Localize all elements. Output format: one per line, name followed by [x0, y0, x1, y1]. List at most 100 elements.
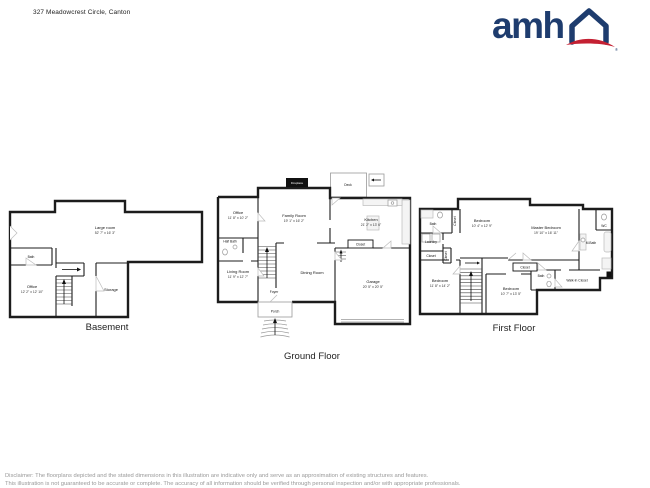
ground-inner-walls [218, 197, 410, 324]
first-inner-walls [420, 209, 612, 314]
ground-floor-label: Ground Floor [284, 351, 340, 362]
foyer-label: Foyer [270, 290, 279, 294]
deck-door-swing [331, 197, 341, 206]
amh-house-icon: ® [565, 8, 618, 52]
basement-landing-arrow [62, 267, 81, 272]
kitchen-counter-top [362, 198, 403, 206]
walkin-door [554, 278, 563, 288]
kitchen-sink-basin [390, 201, 395, 205]
bedroom-left-dims: 11' 8" x 14' 2" [430, 284, 451, 288]
mbath-sink [580, 237, 586, 243]
first-closet-top-label: Closet [453, 216, 457, 225]
ground-stairs-up-arrow [265, 247, 269, 278]
deck-stairs-arrow [371, 178, 381, 182]
midbath-toilet [546, 280, 552, 288]
first-bath-toilet [437, 211, 443, 219]
fireplace-box [286, 178, 308, 187]
deck-stairs [368, 173, 385, 187]
disclaimer-line-2: This illustration is not guaranteed to b… [5, 480, 461, 487]
closet-small-label: Closet [444, 251, 448, 260]
master-door [522, 252, 532, 261]
first-stairs-up-arrow [469, 271, 473, 301]
half-bath-label: Half Bath [223, 240, 237, 244]
bath-mid-door [537, 262, 547, 271]
ground-floorplan: Deck Fireplace Closet Off [216, 172, 412, 338]
bedroom-mid-label: Bedroom [503, 286, 520, 291]
large-room-label: Large room [95, 225, 116, 230]
basement-stairs-up-arrow [62, 279, 66, 304]
garage-door-swing [334, 251, 343, 261]
washer [421, 233, 431, 243]
basement-office-dims: 12' 2" x 12' 10" [21, 290, 44, 294]
wc-label: WC [601, 224, 607, 228]
left-wall-door [9, 225, 18, 241]
storage-door-swing [95, 275, 105, 292]
deck-label: Deck [344, 183, 352, 187]
first-floorplan: Closet Bath Closet Bedroom 10' 4" x 12' … [418, 197, 614, 316]
basement-office-label: Office [27, 284, 38, 289]
kitchen-door-swing [382, 240, 392, 249]
storage-label: Storage [104, 287, 119, 292]
living-door-swing [257, 266, 265, 277]
ground-closet-label: Closet [356, 243, 365, 247]
ground-office-label: Office [233, 210, 244, 215]
house-outline [568, 8, 609, 45]
first-bath-top-label: Bath [430, 222, 437, 226]
hall-angled-wall [507, 252, 517, 261]
first-floor-label: First Floor [492, 323, 536, 334]
ground-outer-walls [216, 186, 412, 326]
garage-label: Garage [366, 279, 380, 284]
kitchen-dims: 21' 2" x 13' 6" [361, 223, 382, 227]
mbath-door [571, 239, 580, 252]
first-bath-counter [420, 209, 434, 219]
mbath-label: M.Bath [586, 241, 597, 245]
midbath-sink [546, 273, 552, 279]
laundry-label: Laundry [425, 240, 437, 244]
bedroom-mid-dims: 10' 7" x 13' 5" [501, 292, 522, 296]
bedroom-left-label: Bedroom [432, 278, 449, 283]
first-closet-mid-label: Closet [520, 266, 529, 270]
ground-closet-box [347, 239, 374, 249]
closet-left-label: Closet [426, 254, 435, 258]
fireplace-label: Fireplace [291, 181, 304, 185]
wc-toilet [601, 213, 607, 221]
garage-dims: 20' 5" x 20' 5" [363, 285, 384, 289]
basement-outer-walls [8, 199, 204, 319]
half-bath-toilet [222, 248, 228, 256]
ground-office-dims: 11' 8" x 10' 2" [228, 216, 249, 220]
porch-label: Porch [271, 310, 280, 314]
amh-logo: amh ® [492, 6, 620, 56]
basement-bath-label: Bath [28, 255, 35, 259]
first-outer-walls [418, 197, 614, 316]
office-door-swing [257, 212, 266, 222]
living-room-dims: 11' 9" x 12' 7" [228, 275, 249, 279]
master-bedroom-dims: 19' 10" x 16' 11" [534, 231, 559, 235]
bedroom-top-dims: 10' 4" x 12' 9" [472, 224, 493, 228]
kitchen-counter-right [401, 199, 411, 245]
basement-floorplan: Large room 52' 7" x 16' 3" Bath Office 1… [8, 199, 204, 319]
shower-corner [606, 271, 612, 278]
living-room-label: Living Room [227, 269, 250, 274]
kitchen-label: Kitchen [364, 217, 377, 222]
dryer [431, 233, 441, 243]
walk-in-closet-label: Walk-In Closet [566, 279, 587, 283]
half-bath-sink [232, 244, 238, 250]
porch-steps-arrow [273, 318, 277, 335]
first-landing-arrow [465, 261, 480, 265]
property-address: 327 Meadowcrest Circle, Canton [33, 9, 131, 16]
master-tub [603, 231, 612, 253]
dining-room-label: Dining Room [300, 270, 324, 275]
family-room-label: Family Room [282, 213, 306, 218]
bedroom-left-door [452, 265, 461, 275]
amh-logo-text: amh [492, 5, 565, 46]
bath-mid-label: Bath [538, 274, 545, 278]
bath-top-door [432, 225, 442, 234]
disclaimer: Disclaimer: The floorplans depicted and … [5, 473, 650, 488]
master-bedroom-label: Master Bedroom [531, 225, 561, 230]
family-room-dims: 19' 1" x 16' 2" [284, 219, 305, 223]
bedroom-top-label: Bedroom [474, 218, 491, 223]
master-shower [601, 257, 612, 270]
red-swoosh [565, 38, 615, 47]
first-closet-box [512, 262, 538, 272]
porch-outline [257, 301, 293, 318]
